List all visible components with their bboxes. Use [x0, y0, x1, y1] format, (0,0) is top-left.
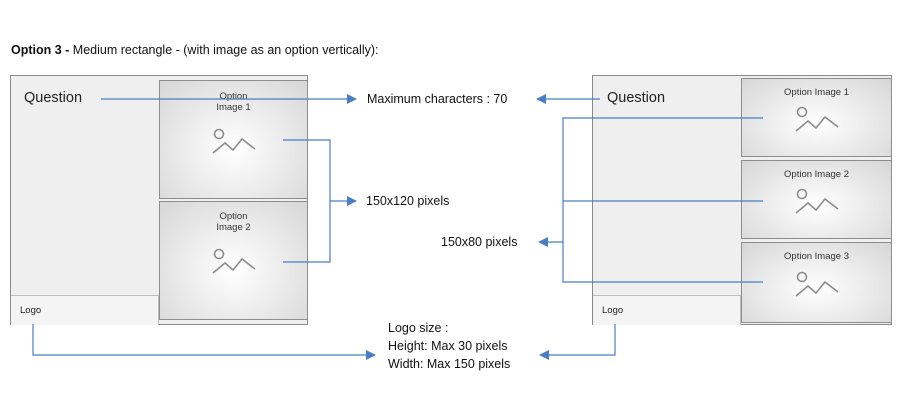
logo-width-text: Width: Max 150 pixels: [388, 357, 511, 371]
image-placeholder-icon: [795, 271, 839, 297]
right-logo-area: Logo: [593, 295, 741, 325]
right-layout-frame: Question Logo Option Image 1 Option Imag…: [592, 75, 892, 325]
right-image-size-annotation: 150x80 pixels: [441, 235, 518, 249]
option-label-line-1: Option: [219, 91, 248, 102]
right-logo-arrow: [539, 324, 616, 360]
right-option-image-3: Option Image 3: [741, 242, 892, 323]
logo-size-title: Logo size :: [388, 321, 449, 335]
left-options-bracket: [283, 139, 331, 263]
option-label: Option Image 3: [784, 251, 849, 262]
right-logo-label: Logo: [602, 305, 624, 316]
option-label: Option Image 2: [784, 169, 849, 180]
option-label: Option Image 1: [784, 87, 849, 98]
image-placeholder-icon: [795, 106, 839, 132]
logo-size-annotation: Logo size : Height: Max 30 pixels Width:…: [388, 319, 510, 373]
logo-height-text: Height: Max 30 pixels: [388, 339, 508, 353]
left-image-size-annotation: 150x120 pixels: [366, 194, 450, 208]
left-logo-arrow: [32, 324, 376, 360]
right-options-bracket: [562, 117, 763, 283]
left-option-image-2: Option Image 2: [159, 201, 308, 320]
right-question-label: Question: [607, 90, 666, 106]
heading-text: Medium rectangle - (with image as an opt…: [69, 43, 379, 57]
option-label-line-2: Image 2: [216, 222, 251, 233]
right-option-image-1: Option Image 1: [741, 78, 892, 157]
option-label-line-1: Option: [219, 211, 248, 222]
image-placeholder-icon: [212, 248, 256, 274]
option-label-line-2: Image 1: [216, 102, 251, 113]
left-question-label: Question: [24, 90, 83, 106]
left-layout-frame: Question Logo Option Image 1 Option Imag…: [10, 75, 308, 325]
left-logo-area: Logo: [11, 295, 159, 325]
heading-bold: Option 3 -: [11, 43, 70, 57]
image-placeholder-icon: [212, 128, 256, 154]
max-characters-annotation: Maximum characters : 70: [367, 92, 508, 106]
left-logo-label: Logo: [20, 305, 42, 316]
diagram-heading: Option 3 - Medium rectangle - (with imag…: [11, 43, 378, 57]
right-option-image-2: Option Image 2: [741, 160, 892, 239]
image-placeholder-icon: [795, 188, 839, 214]
